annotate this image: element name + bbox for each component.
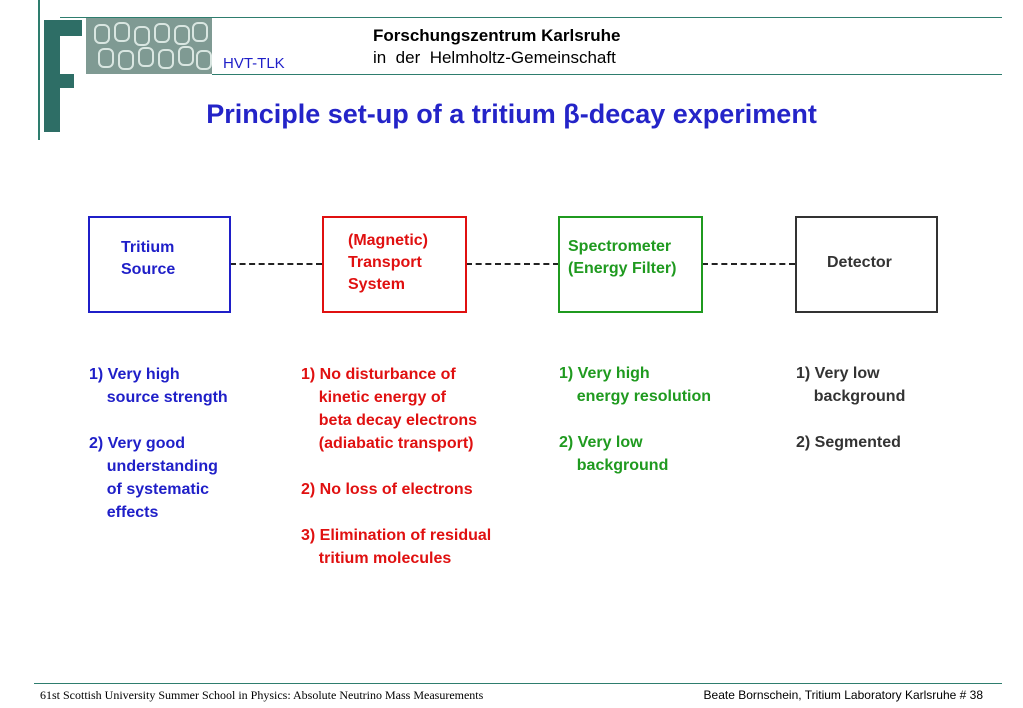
transport-system-box: (Magnetic) Transport System [322,216,467,313]
spectrometer-requirements: 1) Very high energy resolution 2) Very l… [559,365,712,474]
header-rule-bottom [212,74,1002,75]
transport-requirements: 1) No disturbance of kinetic energy of b… [301,366,492,567]
connector-source-transport [230,263,322,265]
tritium-source-label: Tritium Source [121,239,176,278]
tritium-source-box: Tritium Source [88,216,231,313]
organization-name: Forschungszentrum Karlsruhe [373,26,621,45]
source-requirements: 1) Very high source strength 2) Very goo… [89,366,228,521]
spectrometer-label: Spectrometer (Energy Filter) [568,238,677,277]
facility-photo [86,18,212,74]
slide-title: Principle set-up of a tritium β-decay ex… [206,99,817,129]
department-label: HVT-TLK [223,55,285,72]
transport-system-label: (Magnetic) Transport System [348,232,428,293]
detector-label: Detector [827,254,892,271]
detector-requirements: 1) Very low background 2) Segmented [796,365,906,451]
spectrometer-box: Spectrometer (Energy Filter) [558,216,703,313]
footer-author-page: Beate Bornschein, Tritium Laboratory Kar… [703,688,983,702]
connector-transport-spectrometer [466,263,559,265]
connector-spectrometer-detector [702,263,795,265]
footer-event: 61st Scottish University Summer School i… [40,688,484,702]
organization-affiliation: in der Helmholtz-Gemeinschaft [373,48,616,67]
detector-box: Detector [795,216,938,313]
header-rule-top [60,17,1002,18]
footer-rule [34,683,1002,684]
